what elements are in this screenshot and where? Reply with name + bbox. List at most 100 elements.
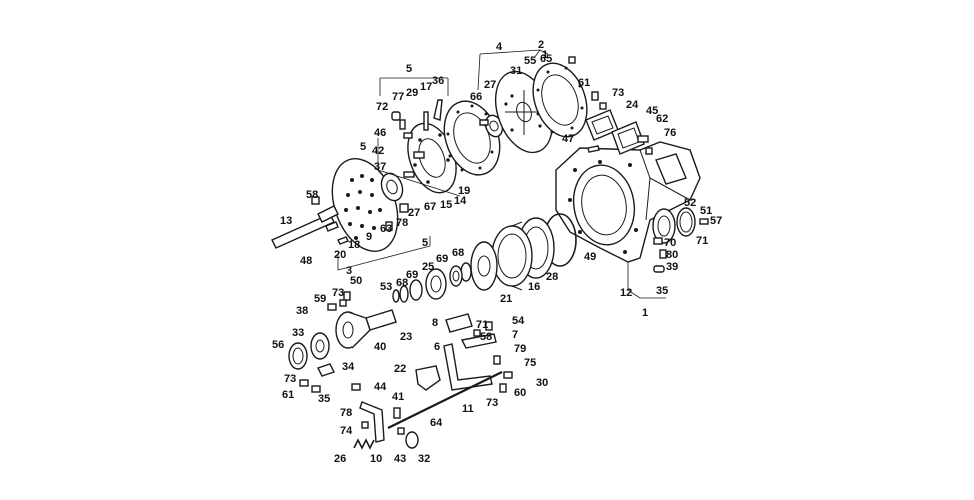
shaft-23 — [365, 309, 397, 331]
label-1: 1 — [642, 307, 648, 319]
label-21: 21 — [500, 293, 512, 305]
small-parts-lower — [351, 321, 513, 435]
label-59: 59 — [314, 293, 326, 305]
label-34: 34 — [342, 361, 355, 373]
label-71: 71 — [476, 319, 488, 331]
label-52: 52 — [684, 197, 696, 209]
label-73: 73 — [284, 373, 296, 385]
ring-51 — [676, 207, 696, 237]
small-parts-right — [653, 218, 709, 273]
label-7: 7 — [512, 329, 518, 341]
label-61: 61 — [282, 389, 294, 401]
flange-disc — [407, 122, 457, 194]
label-14: 14 — [454, 195, 467, 207]
friction-ring-55 — [532, 62, 588, 138]
label-5: 5 — [422, 237, 428, 249]
label-4: 4 — [496, 41, 503, 53]
label-11: 11 — [462, 403, 474, 415]
label-42: 42 — [372, 145, 384, 157]
label-58: 58 — [306, 189, 318, 201]
bolts-upper — [311, 56, 576, 245]
label-72: 72 — [376, 101, 388, 113]
lever-7 — [460, 333, 497, 349]
label-22: 22 — [394, 363, 406, 375]
label-16: 16 — [528, 281, 540, 293]
label-19: 19 — [458, 185, 470, 197]
label-79: 79 — [514, 343, 526, 355]
lever-10 — [359, 401, 385, 443]
label-43: 43 — [394, 453, 406, 465]
label-71: 71 — [696, 235, 708, 247]
plate-21 — [470, 241, 498, 291]
bolts-housing — [587, 91, 653, 155]
label-18: 18 — [348, 239, 360, 251]
knob-32 — [405, 431, 419, 449]
label-46: 46 — [374, 127, 386, 139]
washer-53 — [392, 289, 400, 303]
label-24: 24 — [626, 99, 639, 111]
label-51: 51 — [700, 205, 712, 217]
label-29: 29 — [406, 87, 418, 99]
label-62: 62 — [656, 113, 668, 125]
label-48: 48 — [300, 255, 312, 267]
label-6: 6 — [434, 341, 440, 353]
label-63: 63 — [380, 223, 392, 235]
label-35: 35 — [656, 285, 668, 297]
perforated-disc-9 — [331, 158, 399, 252]
callout-labels: 4 2 1 5 31 55 65 66 27 77 29 17 36 72 46… — [272, 39, 722, 465]
label-50: 50 — [350, 275, 362, 287]
label-26: 26 — [334, 453, 346, 465]
label-35: 35 — [318, 393, 330, 405]
label-70: 70 — [664, 237, 676, 249]
label-3: 3 — [346, 265, 352, 277]
label-73: 73 — [332, 287, 344, 299]
label-2: 2 — [538, 39, 544, 51]
label-32: 32 — [418, 453, 430, 465]
label-58: 58 — [480, 331, 492, 343]
label-10: 10 — [370, 453, 382, 465]
label-28: 28 — [546, 271, 558, 283]
label-9: 9 — [366, 231, 372, 243]
label-73: 73 — [612, 87, 624, 99]
label-53: 53 — [380, 281, 392, 293]
bearing-69b — [409, 279, 423, 301]
label-17: 17 — [420, 81, 432, 93]
label-47: 47 — [562, 133, 574, 145]
bearing-68b — [399, 285, 409, 303]
label-54: 54 — [512, 315, 525, 327]
leader-lines — [337, 49, 666, 299]
label-60: 60 — [514, 387, 526, 399]
gear-25 — [425, 268, 447, 300]
label-27: 27 — [484, 79, 496, 91]
label-20: 20 — [334, 249, 346, 261]
label-69: 69 — [406, 269, 418, 281]
label-15: 15 — [440, 199, 452, 211]
label-68: 68 — [396, 277, 408, 289]
label-74: 74 — [340, 425, 353, 437]
label-1: 1 — [542, 49, 548, 61]
lever-6 — [443, 343, 493, 391]
housing-1 — [555, 141, 701, 263]
label-38: 38 — [296, 305, 308, 317]
label-80: 80 — [666, 249, 678, 261]
seal-56 — [288, 342, 308, 370]
rod-11 — [387, 371, 503, 429]
label-41: 41 — [392, 391, 404, 403]
label-12: 12 — [620, 287, 632, 299]
label-45: 45 — [646, 105, 658, 117]
flange-hub-40 — [335, 311, 371, 349]
label-78: 78 — [396, 217, 408, 229]
label-33: 33 — [292, 327, 304, 339]
bearing-69a — [449, 265, 463, 287]
label-73: 73 — [486, 397, 498, 409]
label-5: 5 — [406, 63, 412, 75]
label-76: 76 — [664, 127, 676, 139]
label-68: 68 — [452, 247, 464, 259]
label-69: 69 — [436, 253, 448, 265]
label-65: 65 — [540, 53, 552, 65]
label-5: 5 — [360, 141, 366, 153]
label-44: 44 — [374, 381, 387, 393]
seal-52 — [652, 208, 676, 244]
label-39: 39 — [666, 261, 678, 273]
